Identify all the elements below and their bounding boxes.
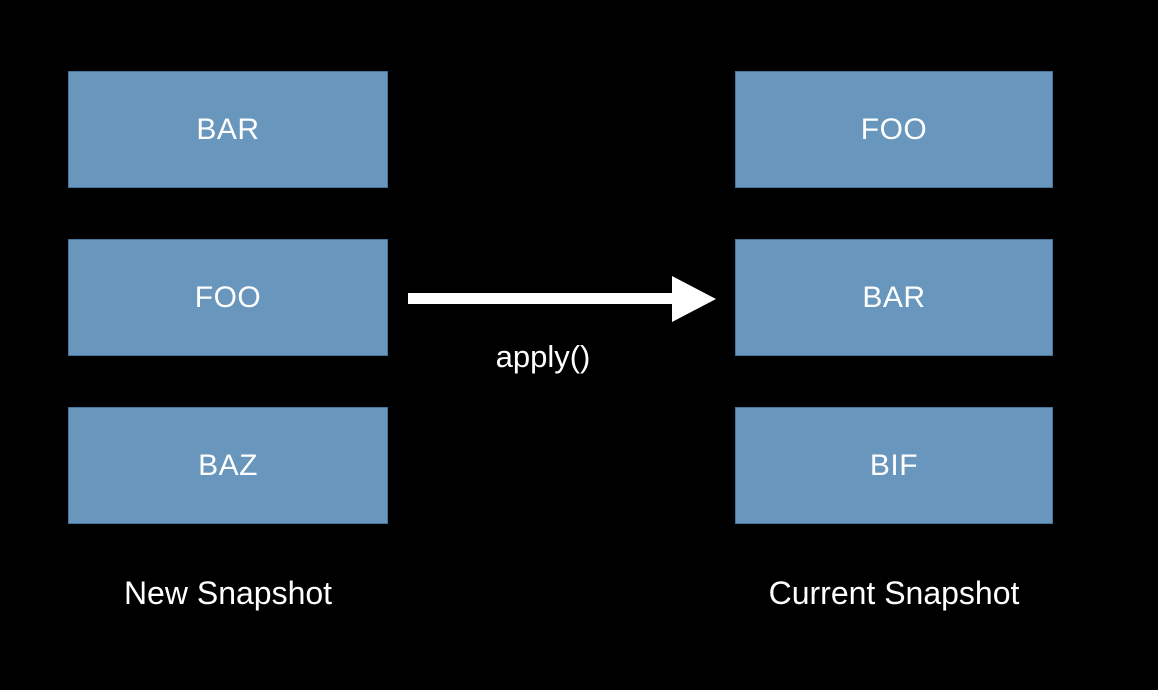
new-snapshot-box-baz: BAZ <box>68 407 388 524</box>
apply-arrow-label: apply() <box>495 339 591 374</box>
new-snapshot-box-foo: FOO <box>68 239 388 356</box>
apply-arrow-head-icon <box>672 276 716 322</box>
apply-arrow-shaft <box>408 293 672 304</box>
current-snapshot-column-label: Current Snapshot <box>768 575 1020 611</box>
box-label: BIF <box>869 448 919 482</box>
current-snapshot-box-bif: BIF <box>735 407 1053 524</box>
box-label: BAR <box>862 280 926 314</box>
current-snapshot-box-foo: FOO <box>735 71 1053 188</box>
current-snapshot-box-bar: BAR <box>735 239 1053 356</box>
box-label: FOO <box>194 280 262 314</box>
box-label: FOO <box>860 112 928 146</box>
box-label: BAR <box>196 112 260 146</box>
new-snapshot-column-label: New Snapshot <box>123 575 333 611</box>
new-snapshot-box-bar: BAR <box>68 71 388 188</box>
box-label: BAZ <box>198 448 258 482</box>
